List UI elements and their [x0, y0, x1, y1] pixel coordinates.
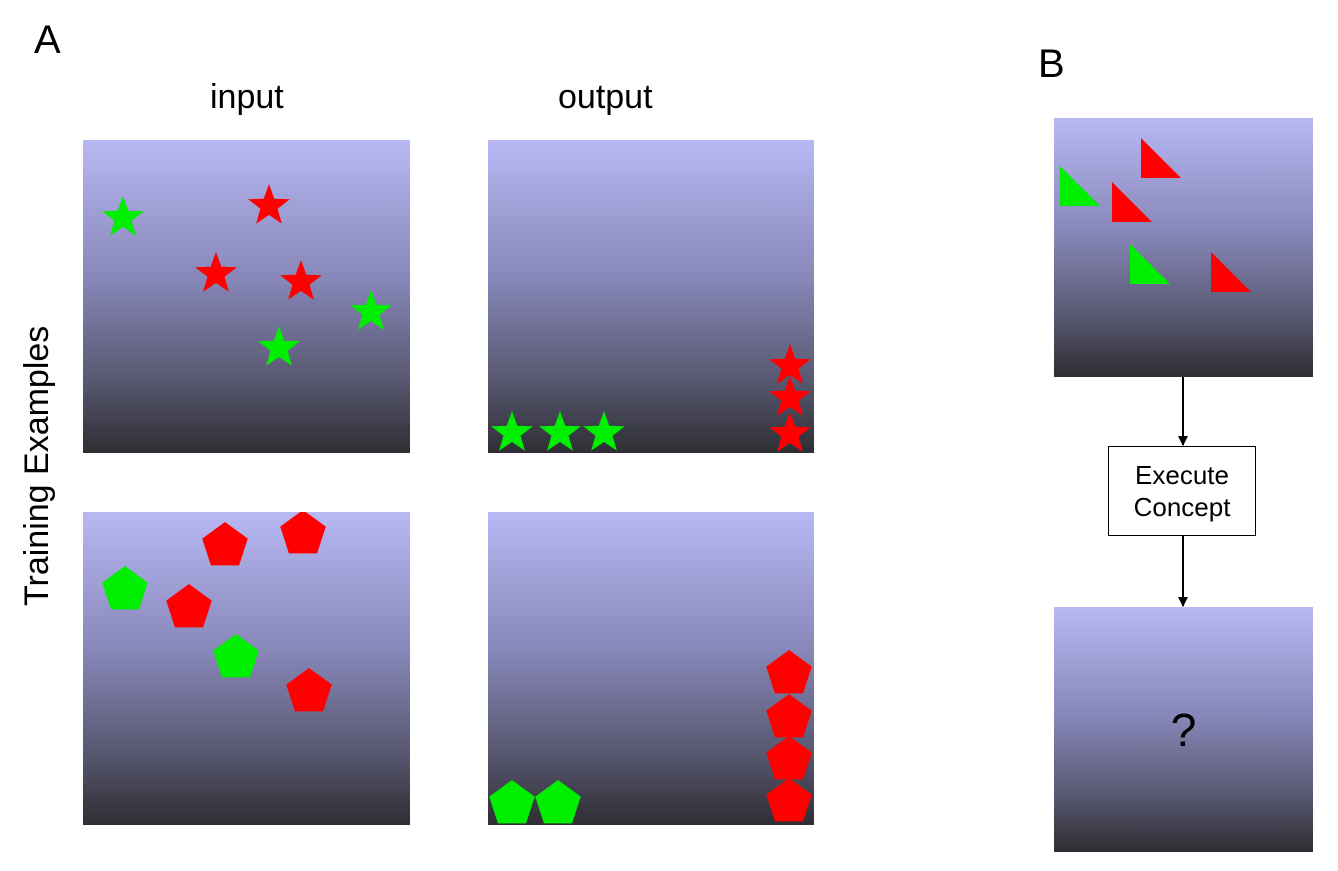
red-pentagon-mark [286, 668, 332, 712]
input-column-header: input [210, 78, 284, 116]
panel-a-letter: A [34, 18, 61, 62]
red-pentagon-mark [202, 522, 248, 566]
green-star-mark [539, 411, 581, 451]
red-pentagon-mark [766, 650, 812, 694]
green-triangle-mark [1130, 244, 1170, 284]
red-pentagon-mark [766, 736, 812, 780]
green-pentagon-mark [489, 780, 535, 824]
red-star-mark [769, 376, 811, 416]
red-star-mark [280, 260, 322, 300]
example-1-input-shapes [102, 184, 392, 366]
red-star-mark [195, 252, 237, 292]
green-star-mark [583, 411, 625, 451]
example-1-output-grid [488, 140, 814, 453]
green-star-mark [258, 326, 300, 366]
green-triangle-mark [1060, 166, 1100, 206]
green-pentagon-mark [102, 566, 148, 610]
test-input-grid [1054, 118, 1313, 377]
green-star-mark [350, 290, 392, 330]
green-pentagon-mark [535, 780, 581, 824]
example-2-input-grid [83, 512, 410, 825]
example-2-output-grid [488, 512, 814, 825]
training-examples-label: Training Examples [18, 325, 56, 606]
green-star-mark [102, 196, 144, 236]
execute-concept-label: Execute Concept [1133, 460, 1231, 522]
red-triangle-mark [1141, 138, 1181, 178]
red-pentagon-mark [280, 512, 326, 554]
output-column-header: output [558, 78, 653, 116]
red-star-mark [769, 344, 811, 384]
red-pentagon-mark [166, 584, 212, 628]
execute-concept-box: Execute Concept [1108, 446, 1256, 536]
example-2-input-shapes [102, 512, 332, 712]
unknown-output-mark: ? [1170, 704, 1197, 756]
test-output-grid: ? [1054, 607, 1313, 852]
green-pentagon-mark [213, 634, 259, 678]
test-input-shapes [1060, 138, 1251, 292]
red-star-mark [248, 184, 290, 224]
example-2-output-shapes [489, 650, 812, 824]
red-triangle-mark [1211, 252, 1251, 292]
example-1-output-shapes [491, 344, 811, 452]
panel-b-letter: B [1038, 42, 1065, 86]
red-pentagon-mark [766, 694, 812, 738]
red-triangle-mark [1112, 182, 1152, 222]
red-star-mark [769, 412, 811, 452]
example-1-input-grid [83, 140, 410, 453]
red-pentagon-mark [766, 778, 812, 822]
green-star-mark [491, 411, 533, 451]
